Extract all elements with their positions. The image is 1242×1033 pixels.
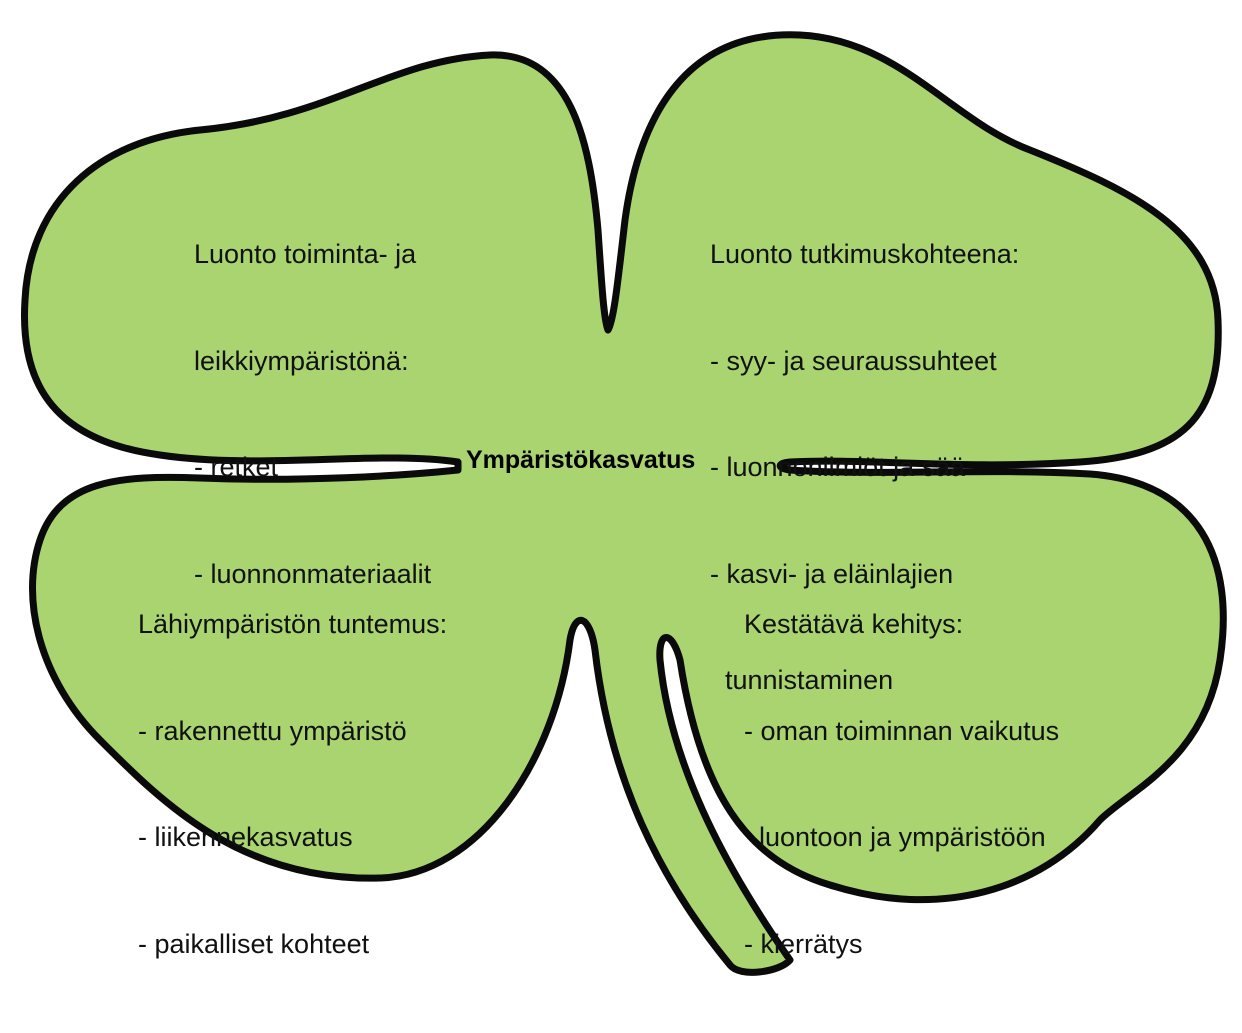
leaf-bottom-right-item-1: - oman toiminnan vaikutus [744,715,1060,746]
leaf-top-left-item-1: - retket [194,452,279,482]
leaf-bottom-left-title-line-1: Lähiympäristön tuntemus: [138,609,448,639]
leaf-top-right-item-3: - kasvi- ja eläinlajien [710,558,954,589]
center-label: Ympäristökasvatus [466,446,696,474]
leaf-top-right-item-2: - luonnonilmiöt ja sää [710,452,966,482]
leaf-top-right-title-line-1: Luonto tutkimuskohteena: [710,239,1020,269]
leaf-top-left-title-line-2: leikkiympäristönä: [194,345,409,376]
leaf-top-left-title-line-1: Luonto toiminta- ja [194,239,417,269]
leaf-bottom-right-item-2: luontoon ja ympäristöön [744,822,1046,852]
leaf-top-right: Luonto tutkimuskohteena: - syy- ja seura… [710,166,1019,770]
leaf-bottom-left-item-1: - rakennettu ympäristö [138,715,407,746]
leaf-bottom-right-title-line-1: Kestätävä kehitys: [744,609,964,639]
leaf-bottom-right-item-3: - kierrätys [744,928,863,959]
four-leaf-clover [20,31,1227,976]
leaf-top-right-item-4: tunnistaminen [710,665,894,695]
leaf-bottom-left-item-3: - paikalliset kohteet [138,928,370,959]
leaf-top-left-item-2: - luonnonmateriaalit [194,558,432,589]
clover-diagram: Luonto toiminta- ja leikkiympäristönä: -… [20,31,1227,976]
leaf-top-left: Luonto toiminta- ja leikkiympäristönä: -… [194,166,431,663]
leaf-bottom-right: Kestätävä kehitys: - oman toiminnan vaik… [744,536,1059,1033]
leaf-top-right-item-1: - syy- ja seuraussuhteet [710,345,997,376]
leaf-bottom-left-item-2: - liikennekasvatus [138,822,353,852]
clover-shape [20,31,1227,976]
leaf-bottom-left: Lähiympäristön tuntemus: - rakennettu ym… [138,536,447,1033]
